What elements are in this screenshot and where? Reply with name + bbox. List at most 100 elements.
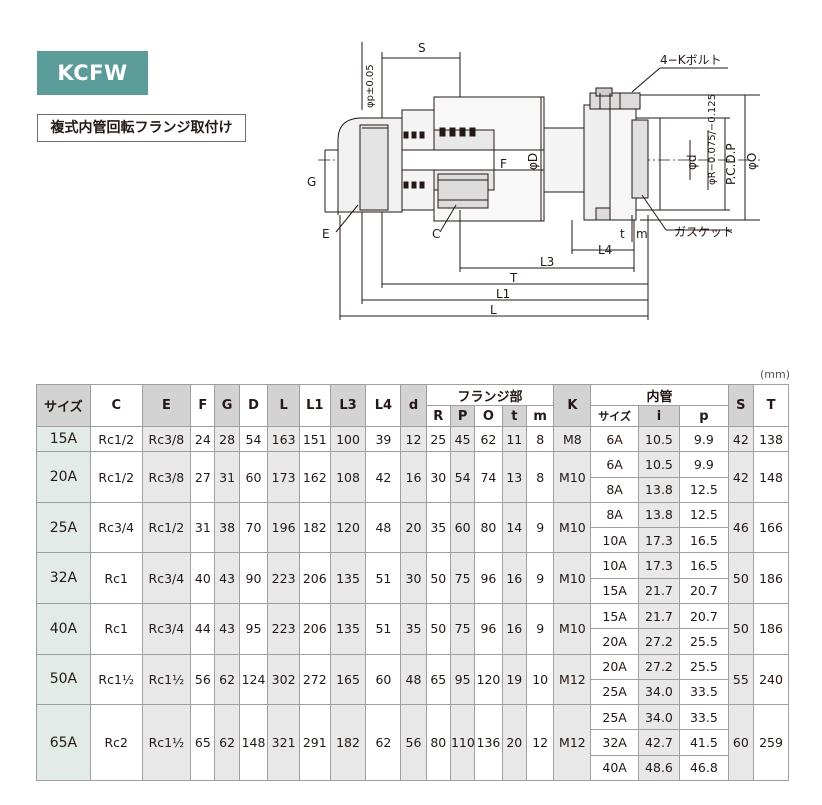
cell-inner-p: 46.8 [679, 754, 729, 782]
hdr-g: G [214, 384, 240, 427]
cell-inner-p: 20.7 [679, 602, 729, 630]
cell-dd: 12 [400, 425, 427, 453]
cell-inner-size: 6A [590, 425, 639, 453]
cell-d: 54 [238, 425, 269, 453]
label-c: C [432, 227, 440, 241]
cell-inner-p: 33.5 [679, 678, 729, 706]
cell-inner-i: 27.2 [637, 628, 681, 655]
cell-k: M10 [553, 602, 592, 655]
cell-inner-i: 13.8 [637, 501, 681, 529]
cell-s: 46 [727, 501, 755, 554]
cell-p: 45 [449, 425, 476, 453]
cell-l3: 108 [329, 451, 367, 503]
cell-c: Rc3/4 [89, 501, 143, 554]
cell-size: 32A [36, 552, 91, 604]
cell-r: 50 [425, 552, 451, 604]
cell-inner-size: 25A [590, 678, 639, 706]
cell-r: 65 [425, 653, 451, 706]
cell-d: 95 [238, 602, 269, 655]
hdr-o: O [474, 405, 503, 427]
label-d-small: φd [685, 154, 699, 170]
label-r: φR−0.075/−0.125 [707, 94, 718, 185]
cell-l4: 60 [365, 653, 402, 706]
cell-k: M10 [553, 501, 592, 554]
cell-p: 75 [449, 602, 476, 655]
label-gasket: ガスケット [674, 225, 734, 239]
cell-inner-p: 9.9 [679, 451, 729, 478]
cell-inner-size: 8A [590, 501, 639, 529]
cell-inner-i: 17.3 [637, 552, 681, 579]
label-l1: L1 [496, 287, 510, 301]
cell-inner-i: 34.0 [637, 704, 681, 731]
cell-k: M10 [553, 451, 592, 503]
cell-g: 38 [214, 501, 240, 554]
cell-s: 50 [727, 552, 755, 604]
hdr-l1: L1 [298, 384, 331, 427]
cell-m: 12 [525, 704, 555, 781]
cell-inner-i: 42.7 [637, 729, 681, 756]
cell-l1: 151 [298, 425, 331, 453]
cell-size: 15A [36, 425, 91, 453]
spec-table: サイズ C E F G D L L1 L3 L4 d フランジ部 K 内管 S … [36, 384, 789, 782]
cell-size: 40A [36, 602, 91, 655]
cell-t: 20 [501, 704, 527, 781]
cell-m: 9 [525, 501, 555, 554]
cell-o: 74 [474, 451, 503, 503]
cell-l1: 182 [298, 501, 331, 554]
cell-l1: 162 [298, 451, 331, 503]
cell-inner-p: 25.5 [679, 653, 729, 680]
cell-o: 96 [474, 552, 503, 604]
cell-inner-size: 8A [590, 476, 639, 503]
hdr-size: サイズ [36, 384, 91, 427]
cell-s: 42 [727, 451, 755, 503]
cell-t: 16 [501, 602, 527, 655]
cell-inner-size: 25A [590, 704, 639, 731]
label-t: t [620, 227, 625, 241]
cell-inner-size: 20A [590, 628, 639, 655]
hdr-in-p: p [679, 405, 729, 427]
cell-f: 40 [190, 552, 216, 604]
cell-inner-i: 10.5 [637, 451, 681, 478]
cell-tt: 138 [753, 425, 789, 453]
unit-label: (mm) [759, 368, 790, 381]
cell-l: 196 [267, 501, 300, 554]
cell-m: 10 [525, 653, 555, 706]
cell-o: 80 [474, 501, 503, 554]
cell-f: 24 [190, 425, 216, 453]
cell-dd: 16 [400, 451, 427, 503]
cell-k: M12 [553, 704, 592, 781]
cell-c: Rc1/2 [89, 425, 143, 453]
cell-l1: 206 [298, 552, 331, 604]
cell-inner-i: 27.2 [637, 653, 681, 680]
cell-inner-size: 20A [590, 653, 639, 680]
cell-t: 13 [501, 451, 527, 503]
cell-s: 50 [727, 602, 755, 655]
cell-s: 60 [727, 704, 755, 781]
cell-inner-i: 13.8 [637, 476, 681, 503]
cell-inner-size: 32A [590, 729, 639, 756]
hdr-c: C [89, 384, 143, 427]
cell-r: 30 [425, 451, 451, 503]
cell-r: 35 [425, 501, 451, 554]
cell-e: Rc3/8 [141, 425, 192, 453]
cell-c: Rc1½ [89, 653, 143, 706]
hdr-r: R [425, 405, 451, 427]
cell-o: 62 [474, 425, 503, 453]
hdr-s: S [727, 384, 755, 427]
label-o: φO [745, 153, 759, 170]
cell-d: 70 [238, 501, 269, 554]
cell-d: 124 [238, 653, 269, 706]
cell-l: 302 [267, 653, 300, 706]
label-s: S [418, 41, 426, 55]
hdr-f: F [190, 384, 216, 427]
product-code-badge: KCFW [37, 51, 148, 95]
hdr-in-i: i [637, 405, 681, 427]
cell-t: 14 [501, 501, 527, 554]
